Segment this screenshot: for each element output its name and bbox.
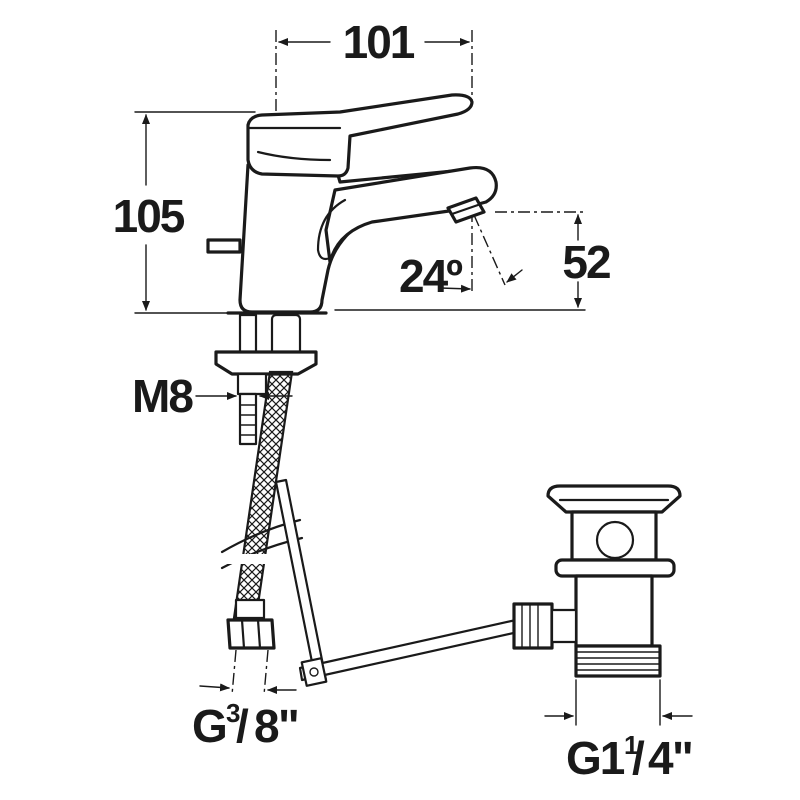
dimension-angle-label: 24º (399, 250, 463, 302)
waste-thread-label: G1 1 / 4 " (566, 730, 694, 784)
mounting-nut (236, 372, 268, 396)
g38-arrow-left (199, 683, 230, 692)
aerator-detail (450, 203, 480, 216)
hose-break-gap (220, 554, 304, 564)
spout-curve (316, 198, 347, 261)
lever-handle (246, 93, 474, 178)
hose-fitting-upper (270, 313, 302, 357)
waste-thread-suffix: " (672, 732, 692, 784)
nut-facet-2 (256, 618, 262, 650)
angle-arrow-right (506, 269, 523, 283)
popup-vertical-rod (274, 478, 328, 684)
hose-ferrule (234, 598, 266, 620)
waste-thread-prefix: G1 (566, 732, 625, 784)
waste-flange (554, 558, 676, 578)
waste-body-lower (574, 574, 654, 648)
dimension-spout-label: 52 (562, 236, 610, 288)
dimension-spout-group: 52 (334, 211, 612, 311)
waste-thread (574, 644, 662, 678)
hose-thread-numerator: 3 (226, 698, 240, 728)
dimension-width-group: 101 (275, 16, 473, 120)
popup-knob (206, 238, 242, 254)
pivot-nut (512, 602, 554, 650)
popup-horizontal-rod (298, 618, 520, 682)
hose-thread-prefix: G (192, 700, 226, 752)
popup-rod-assembly (274, 478, 520, 687)
angle-arrow-left (439, 284, 471, 293)
hose-thread-slash: / (236, 700, 249, 752)
thread-mount-label: M8 (132, 370, 193, 422)
faucet-spout (324, 165, 498, 264)
hose-extension-left (231, 649, 237, 696)
mounting-assembly: M8 (132, 313, 318, 446)
threaded-stud-lower (238, 392, 258, 446)
hose-extension-right (263, 649, 269, 696)
faucet-body (206, 93, 498, 315)
waste-thread-numerator: 1 (624, 730, 638, 760)
overflow-hole (595, 520, 635, 560)
dimension-angle-group: 24º (399, 210, 523, 302)
threaded-stud-upper (238, 313, 258, 357)
nut-facet-1 (240, 618, 246, 650)
hose-thread-label: G 3 / 8 " (192, 698, 300, 752)
waste-fitting (512, 484, 693, 726)
hose-thread-suffix: " (278, 700, 298, 752)
waste-thread-denominator: 4 (648, 732, 674, 784)
waste-thread-slash: / (632, 732, 645, 784)
dimension-height-label: 105 (113, 190, 185, 242)
angle-inclined-line (473, 214, 506, 286)
pivot-connector (550, 608, 578, 644)
rod-clip-screw (309, 667, 319, 677)
dimension-width-label: 101 (343, 16, 415, 68)
dimension-height-group: 105 (113, 111, 256, 314)
hose-connector-nut (226, 618, 276, 650)
handle-detail-line (256, 150, 332, 162)
rod-clip (300, 657, 328, 687)
mounting-washer (214, 350, 318, 376)
hose-thread-denominator: 8 (254, 700, 279, 752)
